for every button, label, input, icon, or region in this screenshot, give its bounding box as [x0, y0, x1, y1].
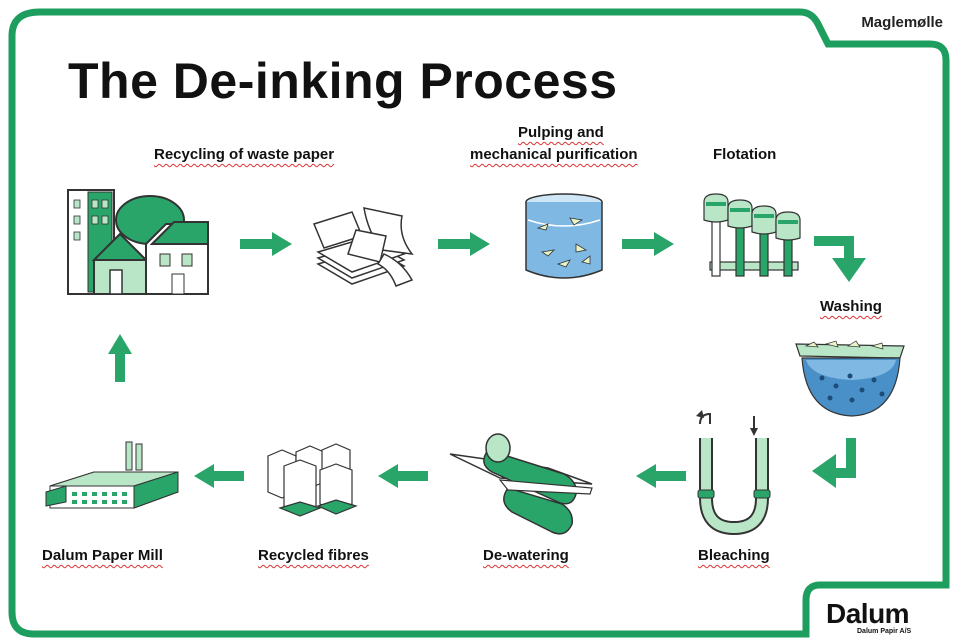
label-pulping-line1: Pulping and — [518, 124, 604, 141]
arrow-right-1 — [240, 232, 292, 256]
arrow-left-3 — [194, 464, 244, 488]
paper-mill-illustration — [45, 441, 179, 509]
arrow-left-2 — [378, 464, 428, 488]
arrow-bend-left — [812, 438, 856, 488]
pulper-beaker-illustration — [525, 193, 603, 279]
label-bleaching: Bleaching — [698, 547, 770, 564]
page-title: The De-inking Process — [68, 53, 618, 109]
arrow-bend-down — [814, 236, 866, 282]
label-dalum-paper-mill: Dalum Paper Mill — [42, 547, 163, 564]
brand-dalum-logo: Dalum — [826, 598, 910, 629]
label-dewatering: De-watering — [483, 547, 569, 564]
arrow-left-1 — [636, 464, 686, 488]
brand-dalum-subtitle: Dalum Papir A/S — [857, 628, 912, 635]
arrow-right-3 — [622, 232, 674, 256]
waste-paper-illustration — [312, 207, 414, 287]
arrow-up — [108, 334, 132, 382]
recycled-fibres-illustration — [267, 443, 358, 517]
label-recycled-fibres: Recycled fibres — [258, 547, 369, 564]
label-pulping-line2: mechanical purification — [470, 146, 638, 163]
label-recycling: Recycling of waste paper — [154, 146, 335, 163]
houses-illustration — [67, 189, 209, 295]
washing-sieve-illustration — [795, 340, 905, 417]
dewatering-rollers-illustration — [449, 433, 593, 535]
brand-maglemolle: Maglemølle — [861, 14, 943, 31]
bleaching-tube-illustration — [696, 410, 771, 536]
label-flotation: Flotation — [713, 146, 777, 163]
flotation-cells-illustration — [703, 193, 801, 277]
arrow-right-2 — [438, 232, 490, 256]
label-washing: Washing — [820, 298, 882, 315]
